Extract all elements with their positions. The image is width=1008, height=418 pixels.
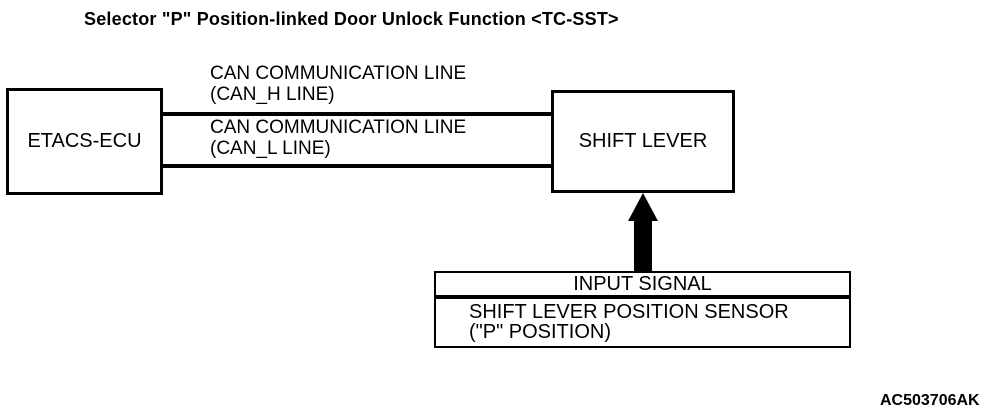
shift-lever-box: SHIFT LEVER (551, 90, 735, 193)
shift-lever-position-sensor-label: SHIFT LEVER POSITION SENSOR ("P" POSITIO… (436, 299, 849, 346)
diagram-title: Selector "P" Position-linked Door Unlock… (84, 9, 619, 29)
can-h-wire-line (163, 112, 551, 116)
etacs-ecu-label: ETACS-ECU (27, 130, 142, 152)
sensor-label-line1: SHIFT LEVER POSITION SENSOR (469, 301, 789, 323)
etacs-ecu-box: ETACS-ECU (6, 88, 163, 195)
figure-code: AC503706AK (880, 392, 980, 409)
shift-lever-label: SHIFT LEVER (578, 130, 708, 152)
can-l-wire-label-line2: (CAN_L LINE) (210, 138, 331, 159)
up-arrow-shaft (634, 219, 652, 271)
can-l-wire-line (163, 164, 551, 168)
can-h-wire-label: CAN COMMUNICATION LINE (CAN_H LINE) (210, 63, 466, 105)
can-l-wire-label: CAN COMMUNICATION LINE (CAN_L LINE) (210, 117, 466, 159)
can-l-wire-label-line1: CAN COMMUNICATION LINE (210, 117, 467, 138)
input-signal-header: INPUT SIGNAL (436, 273, 849, 299)
up-arrow-icon (628, 193, 658, 221)
can-h-wire-label-line2: (CAN_H LINE) (210, 84, 335, 105)
input-signal-box: INPUT SIGNAL SHIFT LEVER POSITION SENSOR… (434, 271, 851, 348)
sensor-label-line2: ("P" POSITION) (469, 321, 611, 343)
can-h-wire-label-line1: CAN COMMUNICATION LINE (210, 63, 467, 84)
